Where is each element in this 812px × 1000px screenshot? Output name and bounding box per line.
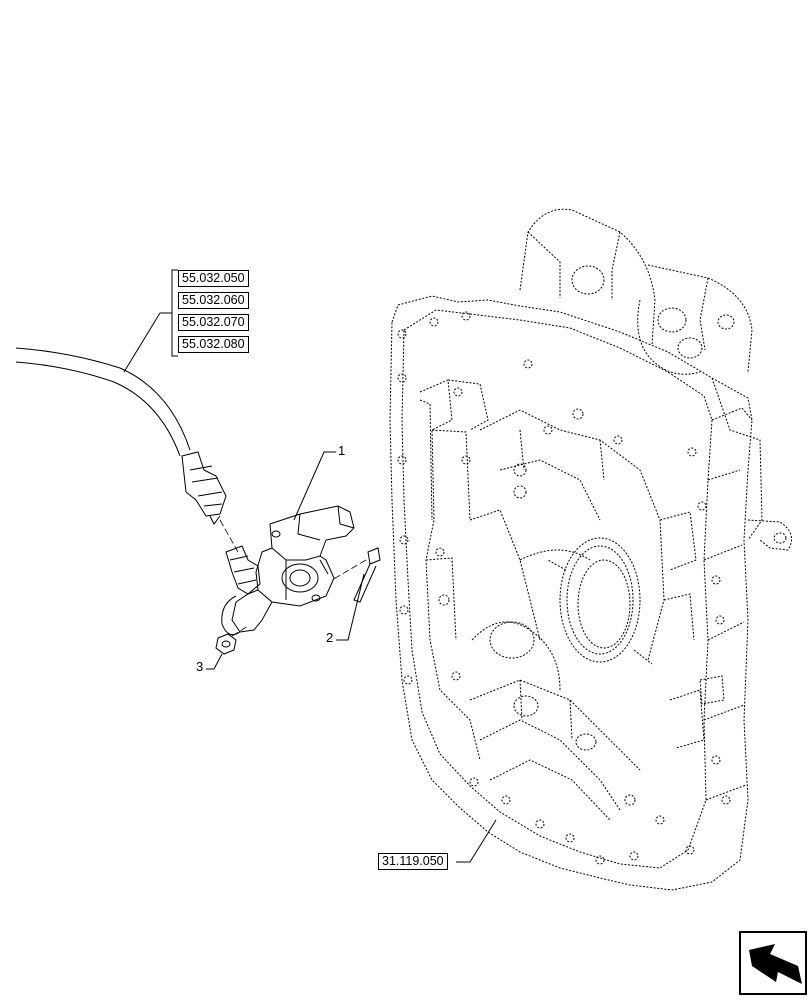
nut-centerline [231, 625, 249, 637]
harness-ref-box-1[interactable]: 55.032.050 [178, 270, 249, 287]
wire-harness [15, 347, 191, 457]
bolt [353, 547, 381, 603]
next-page-arrow-icon[interactable] [739, 931, 807, 995]
callout-part-3: 3 [196, 659, 204, 674]
callout-part-1: 1 [338, 443, 346, 458]
leader-lines [123, 269, 497, 863]
harness-ref-box-4[interactable]: 55.032.080 [178, 336, 249, 353]
connector-centerline [219, 519, 239, 553]
housing-ref-box[interactable]: 31.119.050 [378, 853, 448, 870]
bolt-centerline [331, 559, 367, 581]
transmission-housing [389, 208, 793, 891]
harness-connector [181, 451, 227, 525]
harness-ref-box-3[interactable]: 55.032.070 [178, 314, 249, 331]
sensor-assembly [221, 505, 355, 636]
callout-part-2: 2 [326, 630, 334, 645]
nut [215, 633, 237, 655]
harness-ref-box-2[interactable]: 55.032.060 [178, 292, 249, 309]
